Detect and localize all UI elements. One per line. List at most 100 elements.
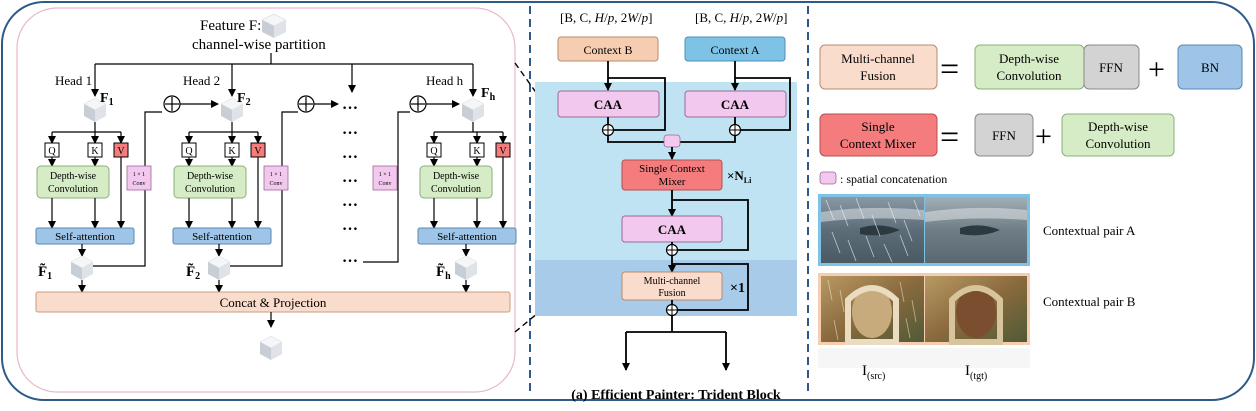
left-panel: [16, 7, 516, 393]
svg-text:…: …: [342, 96, 358, 113]
shape-b-label: [B, C, H/p, 2W/p]: [560, 10, 653, 25]
svg-text:FFN: FFN: [992, 128, 1016, 143]
spatial-concat-box: [663, 134, 681, 148]
head1-label: Head 1: [55, 73, 92, 88]
pair-b-label: Contextual pair B: [1043, 294, 1136, 309]
svg-text:Convolution: Convolution: [185, 184, 235, 195]
svg-text:Conv: Conv: [378, 181, 391, 187]
svg-text:Conv: Conv: [132, 181, 145, 187]
svg-text:FFN: FFN: [1099, 60, 1123, 75]
svg-text:K: K: [91, 146, 99, 157]
svg-text:Multi-channel: Multi-channel: [841, 51, 915, 66]
svg-text:…: …: [342, 193, 358, 210]
svg-text:Fusion: Fusion: [860, 68, 896, 83]
shape-a-label: [B, C, H/p, 2W/p]: [695, 10, 788, 25]
svg-text:Convolution: Convolution: [48, 184, 98, 195]
concat-projection-bar: [35, 291, 511, 313]
svg-text:Self-attention: Self-attention: [192, 231, 252, 243]
svg-text:Convolution: Convolution: [1085, 136, 1151, 151]
svg-text:Q: Q: [430, 146, 438, 157]
conv-1x1-1: [126, 165, 152, 191]
ft1-label: F̃1: [38, 263, 52, 282]
svg-text:…: …: [342, 249, 358, 266]
svg-text:V: V: [499, 146, 507, 157]
headh-column: Fh Q K V Depth-wise Convolution Self-att…: [417, 86, 517, 293]
svg-text:Depth-wise: Depth-wise: [1088, 119, 1148, 134]
headh-cube-icon: [461, 97, 485, 122]
middle-diagram: [B, C, H/p, 2W/p] [B, C, H/p, 2W/p] Cont…: [535, 10, 797, 403]
svg-text:Q: Q: [185, 146, 193, 157]
svg-text:Single Context: Single Context: [639, 163, 705, 175]
partition-label: channel-wise partition: [192, 37, 326, 53]
right-legend: Multi-channel Fusion = Depth-wise Convol…: [818, 44, 1243, 382]
svg-text:…: …: [342, 145, 358, 162]
caption-strip: [818, 348, 1030, 368]
fth-label: F̃h: [436, 263, 451, 282]
head2-column: F2 Q K V Depth-wise Convolution Self-att…: [172, 91, 298, 293]
svg-text:Self-attention: Self-attention: [437, 231, 497, 243]
svg-text:1 × 1: 1 × 1: [270, 172, 282, 178]
svg-text:Depth-wise: Depth-wise: [187, 171, 234, 182]
svg-text:Fusion: Fusion: [658, 288, 685, 299]
svg-text:Self-attention: Self-attention: [55, 231, 115, 243]
depthwise-conv-2: [173, 165, 247, 199]
legend-bn-box: [1177, 44, 1243, 90]
equals-1: =: [940, 51, 959, 88]
svg-text:Context A: Context A: [710, 43, 759, 57]
legend-ffn-box-1: [1083, 44, 1140, 90]
plus-2: +: [1035, 120, 1052, 153]
svg-text:Context Mixer: Context Mixer: [840, 136, 917, 151]
svg-text:Mixer: Mixer: [659, 176, 686, 188]
legend-scm-box: [819, 113, 938, 157]
concat-label: Concat & Projection: [220, 295, 327, 310]
svg-text:CAA: CAA: [658, 222, 687, 237]
i-tgt-label: I(tgt): [965, 363, 987, 382]
pair-a-label: Contextual pair A: [1043, 223, 1136, 238]
plus-1: +: [1148, 53, 1165, 86]
times-1-label: ×1: [730, 281, 745, 296]
legend-dw-box-2: [1061, 113, 1175, 157]
svg-text:1 × 1: 1 × 1: [133, 172, 145, 178]
i-src-label: I(src): [862, 363, 885, 382]
svg-text:Depth-wise: Depth-wise: [50, 171, 97, 182]
svg-text:Context B: Context B: [583, 43, 632, 57]
head2-label: Head 2: [183, 73, 220, 88]
ft2-cube-icon: [207, 255, 231, 280]
conv-1x1-2: [263, 165, 289, 191]
fh-label: Fh: [481, 86, 496, 103]
feature-label: Feature F:: [200, 18, 261, 34]
svg-text:CAA: CAA: [594, 97, 623, 112]
svg-text:CAA: CAA: [721, 97, 750, 112]
svg-text:Conv: Conv: [269, 181, 282, 187]
svg-text:Q: Q: [48, 146, 56, 157]
headh-label: Head h: [426, 73, 464, 88]
svg-text:V: V: [117, 146, 125, 157]
pair-a-image: [818, 194, 1030, 266]
svg-text:…: …: [342, 121, 358, 138]
svg-text:1 × 1: 1 × 1: [379, 172, 391, 178]
svg-text:K: K: [228, 146, 236, 157]
left-diagram: Feature F: channel-wise partition Head 1…: [35, 13, 517, 360]
self-attention-2: [172, 227, 272, 245]
svg-text:Depth-wise: Depth-wise: [433, 171, 480, 182]
ft1-cube-icon: [70, 255, 94, 280]
output-cube-icon: [259, 335, 283, 360]
feature-cube-icon: [261, 13, 287, 38]
svg-text:Convolution: Convolution: [996, 68, 1062, 83]
svg-text:Depth-wise: Depth-wise: [999, 51, 1059, 66]
head1-column: F1 Q K V Depth-wise Convolution Self-att…: [35, 91, 162, 293]
f2-label: F2: [237, 91, 251, 108]
legend-mcf-box: [819, 44, 938, 90]
middle-caption: (a) Efficient Painter: Trident Block: [571, 388, 781, 403]
ellipsis-column: … … … … … … …: [342, 96, 358, 266]
svg-text:…: …: [342, 169, 358, 186]
depthwise-conv-1: [36, 165, 110, 199]
depthwise-conv-h: [419, 165, 493, 199]
svg-text:BN: BN: [1201, 60, 1220, 75]
svg-text:K: K: [473, 146, 481, 157]
legend-concat-text: : spatial concatenation: [840, 172, 947, 186]
equals-2: =: [940, 119, 959, 156]
head1-cube-icon: [83, 97, 107, 122]
svg-text:V: V: [254, 146, 262, 157]
legend-concat-swatch: [819, 171, 837, 185]
